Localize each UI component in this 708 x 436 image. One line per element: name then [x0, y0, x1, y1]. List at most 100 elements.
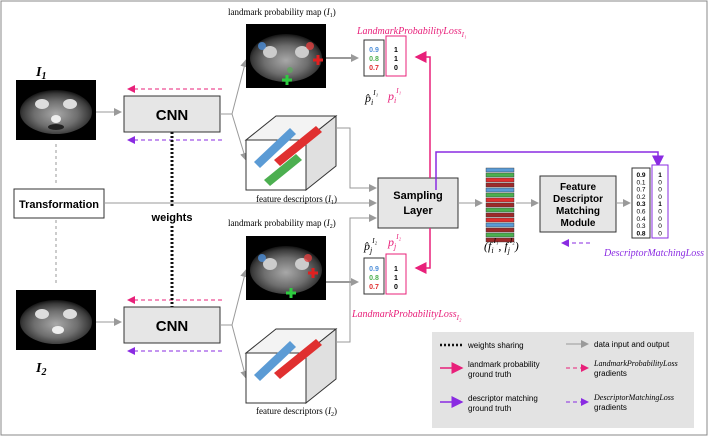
match-truth-value: 0 — [658, 223, 662, 230]
match-truth-value: 1 — [658, 172, 662, 179]
match-pred-vector — [631, 167, 651, 239]
i2-label: I2 — [35, 361, 46, 378]
feature-stripe — [485, 232, 515, 238]
match-truth-value: 1 — [658, 201, 662, 208]
match-truth-value: 0 — [658, 216, 662, 223]
fdm-line4: Module — [561, 218, 596, 229]
legend-weights-label: weights sharing — [467, 341, 524, 350]
feature-stripe — [485, 187, 515, 193]
match-truth-value: 0 — [658, 187, 662, 194]
p-hat-i-label: p̂iI₁ — [364, 89, 378, 107]
cnn-top-to-fd-arrow — [220, 113, 248, 161]
lpm-bottom-image — [246, 236, 326, 300]
p-i-label: piI₁ — [387, 87, 401, 105]
sampling-to-dml-arrow — [435, 151, 664, 190]
prob-vector-bottom: 0.9 0.8 0.7 1 1 0 — [363, 253, 407, 295]
feature-stripe — [485, 212, 515, 218]
feature-stripe — [485, 172, 515, 178]
feature-stripe — [485, 222, 515, 228]
legend-dm-gt-2: ground truth — [468, 404, 511, 413]
fd-bottom-to-sampling-arrow — [336, 214, 377, 343]
sampling-line2: Layer — [403, 205, 433, 217]
prob-vector-top: 0.9 0.8 0.7 1 1 0 — [363, 35, 407, 77]
svg-text:0.8: 0.8 — [369, 56, 379, 63]
cnn-top-label: CNN — [156, 107, 189, 124]
legend-dml-grad-1: DescriptorMatchingLoss — [593, 393, 674, 402]
legend-dml-grad-2: gradients — [594, 403, 627, 412]
legend-lm-gt-1: landmark probability — [468, 360, 540, 369]
dml-label: DescriptorMatchingLoss — [603, 248, 704, 259]
svg-text:0.9: 0.9 — [369, 47, 379, 54]
sampling-to-lpl-top-arrow — [414, 51, 431, 178]
ct-image-i1 — [16, 80, 96, 140]
match-pred-value: 0.2 — [636, 194, 645, 201]
fdm-line2: Descriptor — [553, 194, 603, 205]
i1-label: I1 — [35, 65, 46, 82]
fd-bottom-label: feature descriptors (I2) — [256, 406, 337, 418]
legend-lm-gt-2: ground truth — [468, 370, 511, 379]
legend-data-label: data input and output — [594, 340, 670, 349]
legend-dm-gt-1: descriptor matching — [468, 394, 538, 403]
sampling-line1: Sampling — [393, 190, 443, 202]
match-truth-value: 0 — [658, 179, 662, 186]
cnn-top-to-lpm-arrow — [220, 59, 249, 115]
lpl-bottom-label: LandmarkProbabilityLossI₂ — [351, 309, 462, 322]
legend-lpl-grad-2: gradients — [594, 369, 627, 378]
p-j-label: pjI₂ — [387, 233, 402, 251]
feature-stripe — [485, 197, 515, 203]
match-pred-value: 0.6 — [636, 209, 645, 216]
feature-descriptors-top-box — [244, 114, 338, 192]
lpm-top-image — [246, 24, 326, 88]
svg-text:0.7: 0.7 — [369, 65, 379, 72]
lpm-bottom-label: landmark probability map (I2) — [228, 218, 336, 230]
feature-stripe — [485, 182, 515, 188]
svg-text:1: 1 — [394, 56, 398, 63]
feature-stripe — [485, 237, 515, 243]
fdm-line3: Matching — [556, 206, 600, 217]
svg-text:0.7: 0.7 — [369, 284, 379, 291]
svg-text:0.8: 0.8 — [369, 275, 379, 282]
match-truth-value: 0 — [658, 209, 662, 216]
feature-stripe — [485, 227, 515, 233]
svg-text:0: 0 — [394, 284, 398, 291]
match-pred-value: 0.8 — [636, 230, 645, 237]
fdm-box — [539, 175, 617, 233]
feature-stripe — [485, 192, 515, 198]
feature-stripe — [485, 167, 515, 173]
p-hat-j-label: p̂jI₂ — [363, 237, 378, 255]
feature-pair-stack — [485, 167, 515, 243]
match-truth-vector — [651, 164, 669, 239]
lpm-top-label: landmark probability map (I1) — [228, 7, 336, 19]
match-pred-value: 0.4 — [636, 216, 645, 223]
legend-box — [432, 332, 694, 428]
match-pred-value: 0.9 — [636, 172, 645, 179]
feature-descriptors-bottom-box — [244, 327, 338, 405]
match-truth-value: 0 — [658, 194, 662, 201]
match-pred-value: 0.1 — [636, 179, 645, 186]
transformation-label: Transformation — [19, 199, 99, 211]
cnn-bottom-to-lpm-arrow — [220, 269, 249, 326]
match-truth-value: 0 — [658, 230, 662, 237]
match-pred-value: 0.3 — [636, 201, 645, 208]
svg-text:1: 1 — [394, 275, 398, 282]
sampling-layer-box — [377, 177, 459, 229]
feature-stripe — [485, 202, 515, 208]
sampling-to-lpl-bottom-arrow — [414, 228, 431, 274]
cnn-bottom-label: CNN — [156, 318, 189, 335]
cnn-bottom-to-fd-arrow — [220, 324, 249, 379]
svg-text:0: 0 — [394, 65, 398, 72]
feature-pair-label: (fiI₁, fjI₂) — [484, 237, 519, 255]
weights-label: weights — [151, 212, 193, 224]
cnn-bottom-box — [123, 306, 221, 344]
svg-text:1: 1 — [394, 266, 398, 273]
ct-image-i2 — [16, 290, 96, 350]
svg-text:0.9: 0.9 — [369, 266, 379, 273]
fd-top-to-sampling-arrow — [336, 127, 377, 192]
feature-stripe — [485, 207, 515, 213]
svg-text:1: 1 — [394, 47, 398, 54]
fdm-line1: Feature — [560, 182, 597, 193]
